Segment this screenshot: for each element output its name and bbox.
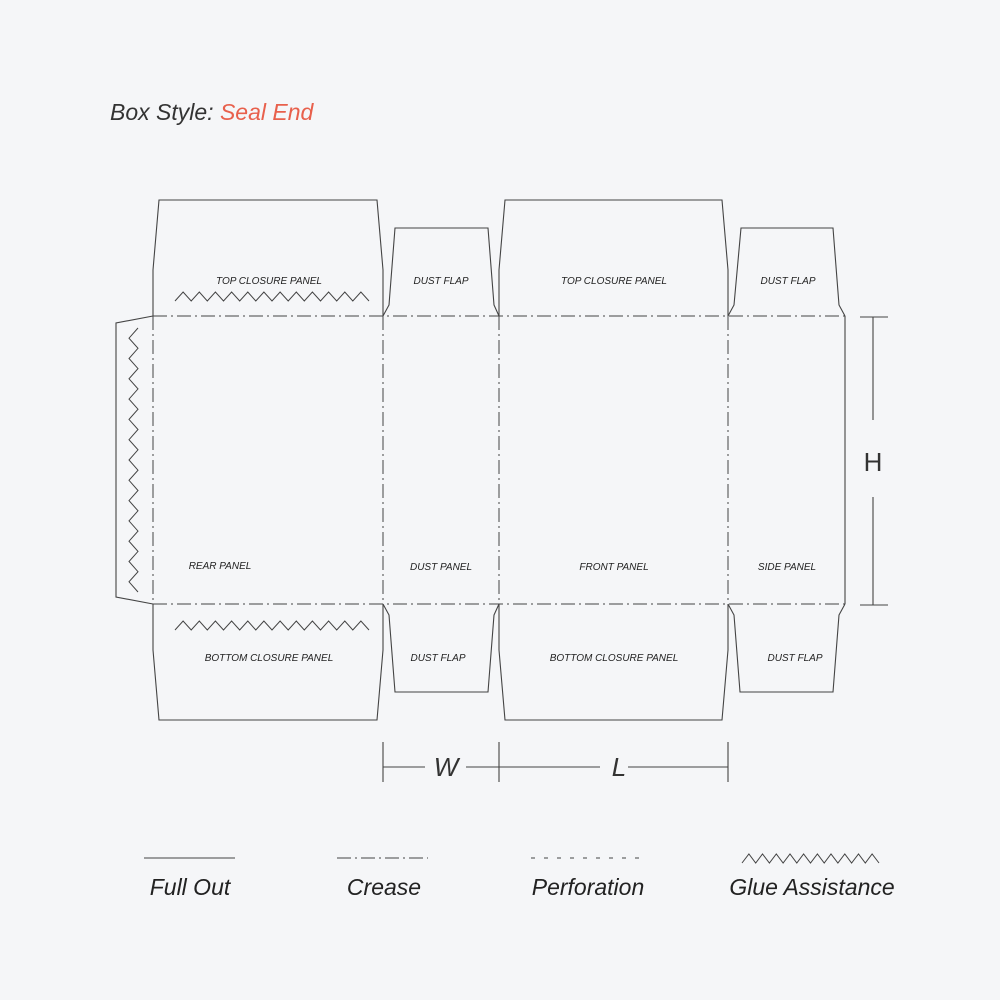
title-prefix: Box Style: <box>110 99 214 125</box>
box-style-title: Box Style: Seal End <box>110 99 313 126</box>
front-top-closure-outline <box>498 199 729 316</box>
label-front-panel: FRONT PANEL <box>579 562 648 573</box>
dimension-w-label: W <box>434 752 461 782</box>
label-dust-panel: DUST PANEL <box>410 562 472 573</box>
dust-flap-bottom-2-outline <box>727 603 846 693</box>
dust-flap-top-2-outline <box>727 227 846 317</box>
label-dust-flap-bottom-2: DUST FLAP <box>767 653 822 664</box>
crease-lines <box>152 315 845 605</box>
glue-zigzag-top <box>174 291 370 302</box>
legend-full-out-label: Full Out <box>150 874 232 900</box>
legend-glue-label: Glue Assistance <box>729 874 894 900</box>
dimension-h-label: H <box>864 447 883 477</box>
legend: Full Out Crease Perforation Glue Assista… <box>144 853 895 900</box>
glue-flap-outline <box>115 315 154 605</box>
label-rear-top-closure: TOP CLOSURE PANEL <box>216 276 322 287</box>
label-front-bottom-closure: BOTTOM CLOSURE PANEL <box>550 653 679 664</box>
label-dust-flap-top-1: DUST FLAP <box>413 276 468 287</box>
legend-glue-swatch <box>741 853 880 864</box>
dimension-l-label: L <box>612 752 626 782</box>
dimension-width-length: W L <box>382 742 729 782</box>
cut-lines <box>115 199 846 721</box>
dust-flap-bottom-1-outline <box>382 603 500 693</box>
label-dust-flap-top-2: DUST FLAP <box>760 276 815 287</box>
label-dust-flap-bottom-1: DUST FLAP <box>410 653 465 664</box>
box-style-name: Seal End <box>219 99 314 125</box>
legend-perforation-label: Perforation <box>532 874 645 900</box>
label-side-panel: SIDE PANEL <box>758 562 816 573</box>
dust-flap-top-1-outline <box>382 227 500 317</box>
dimension-height: H <box>860 316 888 606</box>
rear-top-closure-outline <box>152 199 384 316</box>
glue-zigzag-flap <box>128 327 139 593</box>
front-bottom-closure-outline <box>498 604 729 721</box>
rear-bottom-closure-outline <box>152 604 384 721</box>
glue-zigzag-bottom <box>174 620 370 631</box>
label-front-top-closure: TOP CLOSURE PANEL <box>561 276 667 287</box>
label-rear-panel: REAR PANEL <box>189 561 252 572</box>
legend-crease-label: Crease <box>347 874 421 900</box>
label-rear-bottom-closure: BOTTOM CLOSURE PANEL <box>205 653 334 664</box>
